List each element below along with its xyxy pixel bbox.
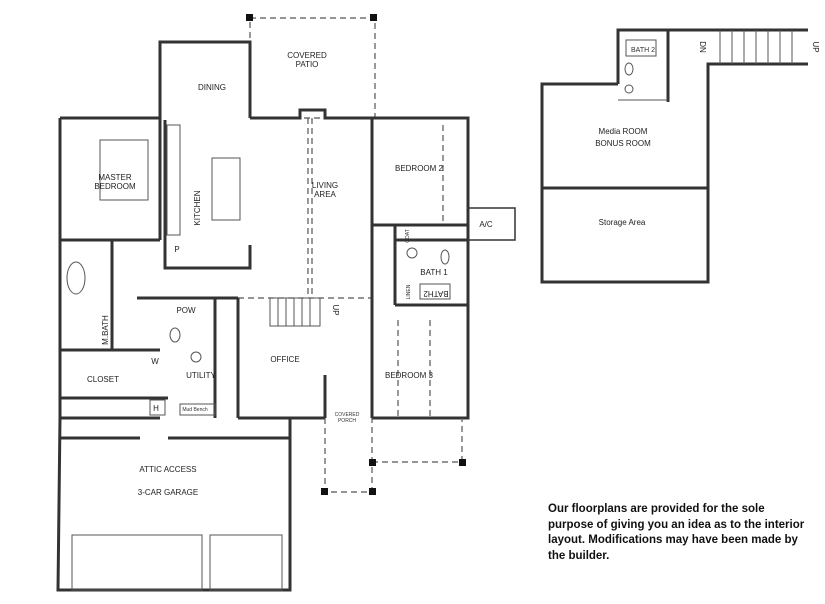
office-label: OFFICE	[270, 355, 299, 364]
bath2-tub-label: BATH2	[423, 289, 449, 298]
garage	[56, 399, 292, 592]
hvac-label: H	[153, 404, 159, 413]
ac-unit	[467, 207, 516, 241]
upper-floor-walls	[540, 28, 808, 284]
closet-label: CLOSET	[87, 375, 119, 384]
down-label: DN	[698, 41, 707, 53]
covered-patio-label: COVERED	[287, 51, 327, 60]
bedroom3-label: BEDROOM 3	[385, 371, 434, 380]
covered-porch-label-2: PORCH	[338, 418, 356, 424]
storage-area-label: Storage Area	[599, 218, 646, 227]
master-bedroom-label-2: BEDROOM	[94, 182, 136, 191]
up-label: UP	[811, 41, 820, 52]
coat-label: COAT	[405, 229, 411, 243]
disclaimer-text: Our floorplans are provided for the sole…	[548, 503, 805, 562]
living-area-label-2: AREA	[314, 190, 336, 199]
upper-stairs	[719, 30, 793, 64]
living-area-label: LIVING	[312, 181, 338, 190]
media-room-label: Media ROOM	[599, 127, 648, 136]
covered-patio-label-2: PATIO	[296, 60, 319, 69]
stairs	[269, 297, 321, 327]
stairs-up-label: UP	[331, 304, 340, 315]
covered-porch-label: COVERED	[335, 412, 360, 418]
ac-label: A/C	[479, 220, 493, 229]
upper-bath2-label: BATH 2	[631, 47, 655, 54]
kitchen-label: KITCHEN	[193, 190, 202, 225]
pantry-label: P	[174, 245, 179, 254]
utility-label: UTILITY	[186, 371, 216, 380]
covered-porch	[321, 418, 466, 495]
washer-label: W	[151, 357, 159, 366]
pow-label: POW	[176, 306, 196, 315]
mud-bench-label: Mud Bench	[182, 407, 208, 413]
dining-label: DINING	[198, 83, 226, 92]
linen-label: LINEN	[406, 284, 412, 299]
bath1-label: BATH 1	[420, 268, 448, 277]
bedroom2-label: BEDROOM 2	[395, 164, 444, 173]
m-bath-label: M.BATH	[101, 315, 110, 345]
attic-access-label: ATTIC ACCESS	[139, 465, 196, 474]
garage-label: 3-CAR GARAGE	[138, 488, 198, 497]
master-bedroom-label: MASTER	[98, 173, 132, 182]
bonus-room-label: BONUS ROOM	[595, 139, 651, 148]
